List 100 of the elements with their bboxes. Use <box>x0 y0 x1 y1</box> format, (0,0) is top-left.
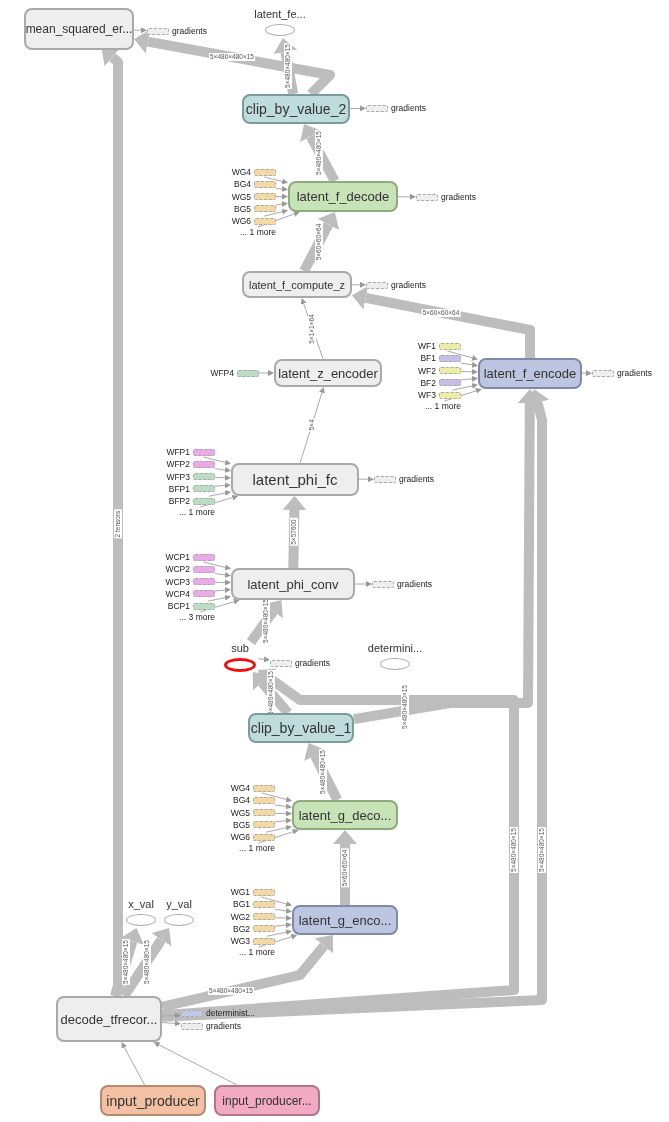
dataflow-arrow <box>349 105 366 112</box>
input-label: BG4 <box>233 795 250 806</box>
operation-node: mean_squared_er... <box>24 8 134 50</box>
operation-node: input_producer <box>100 1085 206 1116</box>
dataflow-arrow <box>446 350 478 361</box>
input-label: BFP1 <box>168 483 190 494</box>
node-label: x_val <box>128 898 154 911</box>
dataflow-arrow <box>265 824 292 833</box>
input-label: BG2 <box>233 923 250 934</box>
dataflow-arrow <box>274 810 292 817</box>
dataflow-arrow <box>300 123 340 184</box>
more-inputs-label: ... 1 more <box>239 843 275 853</box>
input-label: WCP3 <box>165 576 190 587</box>
dataflow-arrow <box>258 828 299 844</box>
input-label: WG6 <box>231 216 251 227</box>
dataflow-arrow <box>351 281 366 288</box>
node-label: determini... <box>367 642 423 655</box>
output-label: determinist... <box>206 1008 255 1018</box>
more-inputs-label: ... 1 more <box>425 401 461 411</box>
operation-node: latent_z_encoder <box>274 359 382 387</box>
input-label: WG4 <box>231 167 251 177</box>
input-label: WFP3 <box>166 471 190 482</box>
dataflow-arrow <box>274 803 293 810</box>
dataflow-arrow <box>161 389 550 1022</box>
dataflow-arrow <box>121 1042 146 1086</box>
dataflow-arrow <box>246 599 283 645</box>
dataflow-arrow <box>214 571 232 578</box>
dataflow-arrow <box>258 933 298 948</box>
dataflow-arrow <box>275 201 288 208</box>
input-label: BCP1 <box>167 601 190 612</box>
input-label: WCP4 <box>165 588 190 599</box>
node-label: latent_fe... <box>254 8 306 21</box>
output-label: gradients <box>441 192 476 202</box>
operation-node: latent_f_encode <box>478 358 582 389</box>
dataflow-arrow <box>333 830 357 905</box>
dataflow-arrow <box>214 579 231 586</box>
operation-node: clip_by_value_2 <box>242 94 350 124</box>
dataflow-arrow <box>133 27 147 34</box>
operation-node: decode_tfrecor... <box>56 996 162 1042</box>
dataflow-arrow <box>460 368 478 375</box>
input-label: BF2 <box>420 377 436 388</box>
dataflow-arrow <box>199 598 240 613</box>
dataflow-arrow <box>299 212 340 274</box>
dataflow-arrow <box>351 286 535 358</box>
dataflow-arrow <box>161 1020 181 1027</box>
input-label: WG5 <box>231 191 251 202</box>
operation-node: input_producer... <box>214 1085 320 1116</box>
input-label: BG4 <box>234 179 251 190</box>
operation-node: latent_f_decode <box>288 181 398 212</box>
input-label: BFP2 <box>168 496 190 507</box>
dataflow-arrow <box>358 476 374 483</box>
input-label: WFP2 <box>166 459 190 470</box>
dataflow-arrow <box>202 456 231 466</box>
output-label: gradients <box>617 368 652 378</box>
input-label: BG5 <box>233 819 250 830</box>
dataflow-arrow <box>208 490 231 497</box>
dataflow-arrow <box>274 907 293 914</box>
dataflow-arrow <box>273 38 299 95</box>
dataflow-arrow <box>274 915 292 921</box>
input-label: WG1 <box>230 887 250 897</box>
input-label: WCP1 <box>165 552 190 562</box>
dataflow-arrow <box>214 587 231 594</box>
node-label: y_val <box>166 898 192 911</box>
dataflow-arrow <box>261 792 292 803</box>
dataflow-arrow <box>304 743 342 803</box>
dataflow-arrow <box>274 922 292 929</box>
output-label: gradients <box>172 26 207 36</box>
input-label: BG5 <box>234 203 251 214</box>
dataflow-arrow <box>263 176 289 185</box>
dataflow-arrow <box>581 370 592 377</box>
dataflow-arrow <box>444 387 482 402</box>
dataflow-arrow <box>214 474 231 481</box>
dataflow-arrow <box>111 928 144 998</box>
input-label: WG5 <box>230 807 250 818</box>
operation-node: latent_phi_conv <box>231 568 355 600</box>
dataflow-arrow <box>101 48 123 998</box>
operation-node: latent_f_compute_z <box>242 271 352 298</box>
input-label: WF1 <box>418 341 436 351</box>
input-label: WFP4 <box>210 368 234 378</box>
dataflow-arrow <box>260 896 292 907</box>
output-label: gradients <box>391 103 426 113</box>
input-label: WCP2 <box>165 564 190 575</box>
dataflow-arrow <box>257 656 270 663</box>
input-label: BG1 <box>233 899 250 910</box>
more-inputs-label: ... 3 more <box>179 612 215 622</box>
dataflow-arrow <box>451 382 478 391</box>
more-inputs-label: ... 1 more <box>179 507 215 517</box>
input-label: WFP1 <box>166 447 190 457</box>
input-label: WG3 <box>230 936 250 947</box>
dataflow-arrow <box>275 193 288 200</box>
operation-node: clip_by_value_1 <box>248 713 354 743</box>
output-label: gradients <box>397 579 432 589</box>
dataflow-arrow <box>460 361 479 368</box>
output-label: gradients <box>206 1021 241 1031</box>
output-label: gradients <box>391 280 426 290</box>
input-label: WG4 <box>230 783 250 793</box>
more-inputs-label: ... 1 more <box>240 227 276 237</box>
more-inputs-label: ... 1 more <box>239 947 275 957</box>
dataflow-arrow <box>160 934 334 1012</box>
dataflow-arrow <box>274 817 292 824</box>
